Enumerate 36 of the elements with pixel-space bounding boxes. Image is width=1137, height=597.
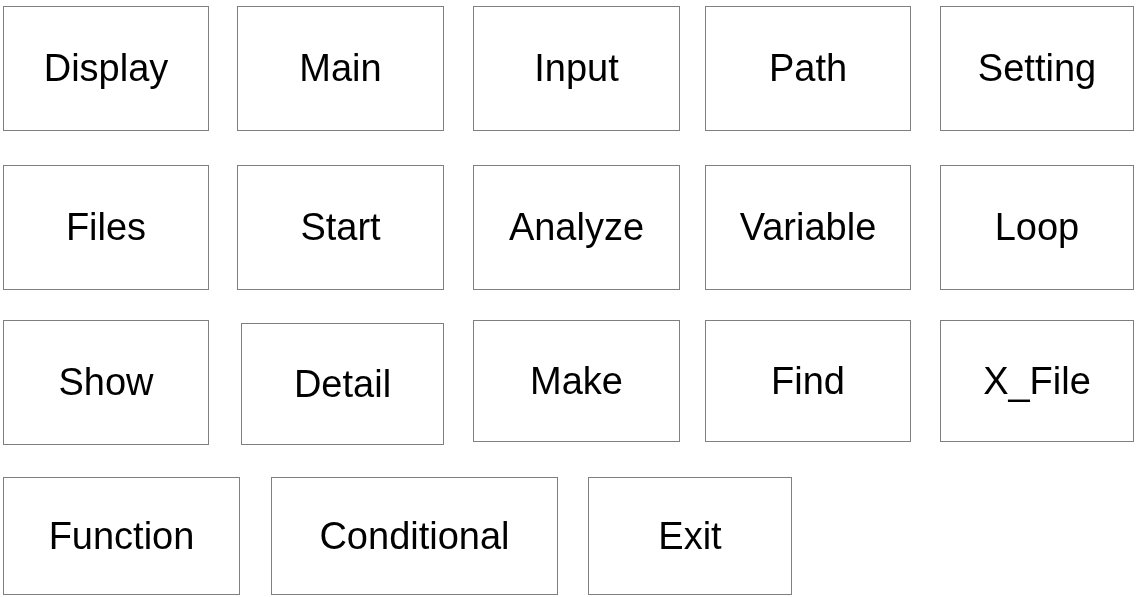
menu-box	[705, 165, 911, 290]
box-label: Setting	[977, 47, 1097, 90]
box-label: Loop	[994, 206, 1080, 249]
box-label: Input	[534, 47, 619, 90]
box-label: Conditional	[319, 514, 510, 558]
box-label: Start	[300, 206, 381, 249]
box-label: Function	[48, 514, 195, 558]
menu-box	[940, 6, 1134, 131]
box-label: Show	[58, 361, 154, 404]
menu-box	[3, 320, 209, 445]
box-label: Files	[65, 206, 147, 249]
menu-box	[473, 6, 680, 131]
menu-box	[940, 165, 1134, 290]
menu-box	[588, 477, 792, 595]
box-label: X_File	[983, 359, 1091, 403]
box-label: Main	[299, 47, 382, 90]
menu-box	[473, 320, 680, 442]
box-label: Display	[43, 47, 169, 90]
menu-box	[237, 6, 444, 131]
menu-box	[473, 165, 680, 290]
menu-box	[3, 477, 240, 595]
menu-box	[241, 323, 444, 445]
menu-box	[705, 6, 911, 131]
box-label: Exit	[658, 514, 722, 558]
box-label: Detail	[293, 362, 392, 406]
box-label: Make	[530, 359, 623, 403]
menu-box	[705, 320, 911, 442]
box-label: Path	[768, 47, 848, 90]
menu-box	[3, 165, 209, 290]
menu-box	[237, 165, 444, 290]
box-label: Find	[771, 359, 845, 403]
box-label: Analyze	[508, 206, 645, 249]
box-label: Variable	[739, 206, 877, 249]
menu-box	[3, 6, 209, 131]
menu-box	[271, 477, 558, 595]
menu-box	[940, 320, 1134, 442]
